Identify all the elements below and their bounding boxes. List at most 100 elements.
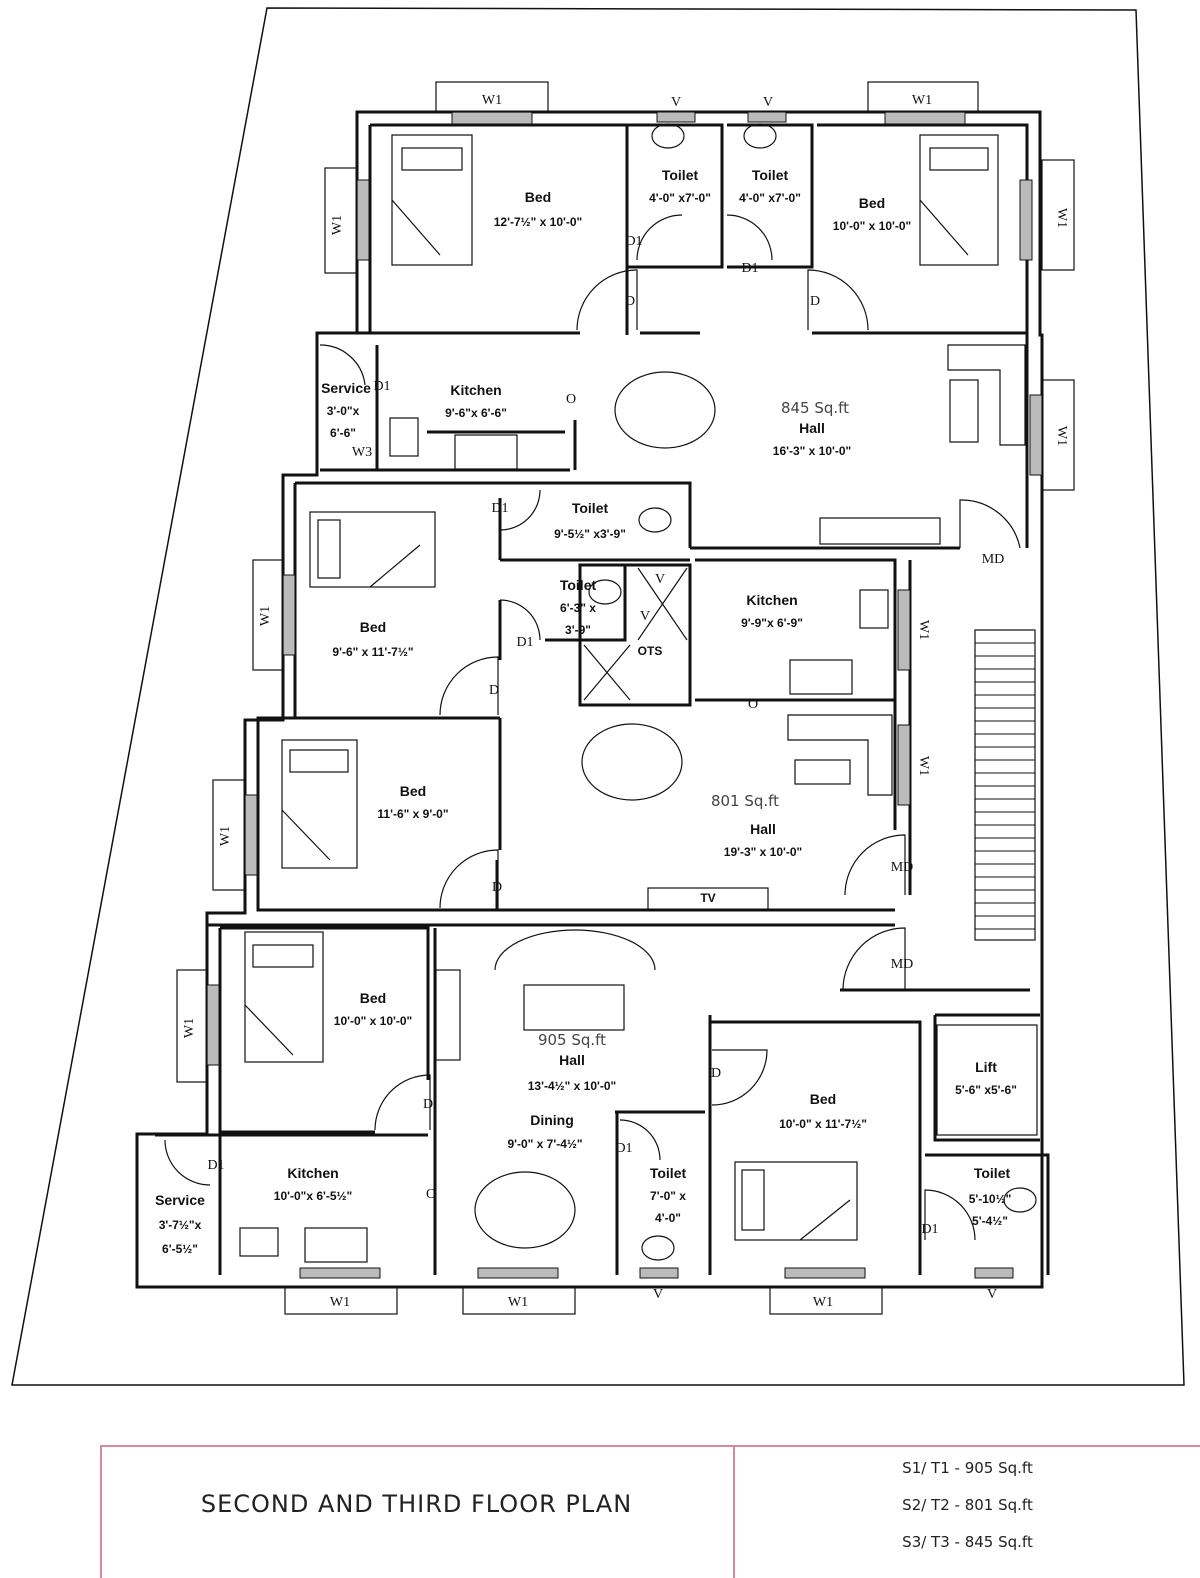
tag-w1: W1 [1054, 426, 1069, 446]
room-label: Bed [360, 990, 386, 1006]
tag-d1: D1 [615, 1141, 632, 1156]
room-size: 6'-3" x [560, 601, 596, 615]
room-label: Bed [859, 195, 885, 211]
tag-w1: W1 [813, 1295, 833, 1310]
room-label: Kitchen [287, 1165, 338, 1181]
room-size: 6'-5½" [162, 1242, 198, 1256]
tag-d1: D1 [741, 261, 758, 276]
tag-d1: D1 [921, 1222, 938, 1237]
room-size: 7'-0" x [650, 1189, 686, 1203]
room-size: 9'-5½" x3'-9" [554, 527, 626, 541]
unit3-walls [317, 123, 1029, 548]
tag-w1: W1 [482, 93, 502, 108]
tag-w1: W1 [912, 93, 932, 108]
room-size: 12'-7½" x 10'-0" [494, 215, 582, 229]
tag-d: D [711, 1066, 721, 1081]
tag-d: D [492, 880, 502, 895]
windows [176, 81, 1075, 1315]
tag-o: O [426, 1187, 436, 1202]
tag-w1: W1 [916, 756, 931, 776]
outer-wall [135, 110, 1044, 1289]
title-block-divider [733, 1445, 735, 1578]
room-size: 11'-6" x 9'-0" [377, 807, 448, 821]
opening-tags: W1 W1 W1 W1 W1 W1 W1 W1 W1 W1 W1 W1 W1 W… [182, 93, 1069, 1310]
stove-icon [304, 434, 853, 1263]
room-label: Kitchen [746, 592, 797, 608]
tag-d: D [489, 683, 499, 698]
tag-w1: W1 [1054, 208, 1069, 228]
room-size: 6'-6" [330, 426, 356, 440]
tag-d1: D1 [625, 234, 642, 249]
unit-area: 801 Sq.ft [711, 792, 779, 810]
room-label: Lift [975, 1059, 997, 1075]
room-size: 9'-6" x 11'-7½" [332, 645, 413, 659]
tag-w1: W1 [258, 606, 273, 626]
room-size: 4'-0" [655, 1211, 681, 1225]
room-size: 5'-10½" [969, 1192, 1012, 1206]
tag-w1: W1 [916, 620, 931, 640]
unit-area: 845 Sq.ft [781, 399, 849, 417]
room-label: Bed [810, 1091, 836, 1107]
room-size: 5'-6" x5'-6" [955, 1083, 1017, 1097]
tag-md: MD [982, 552, 1005, 567]
tag-md: MD [891, 957, 914, 972]
site-boundary [11, 7, 1185, 1386]
tag-o: O [748, 697, 758, 712]
room-size: 5'-4½" [972, 1214, 1008, 1228]
sofa-icon [494, 344, 1026, 1031]
tag-v: V [987, 1287, 997, 1302]
room-label: Bed [400, 783, 426, 799]
room-label: Toilet [662, 167, 699, 183]
tag-d1: D1 [516, 635, 533, 650]
unit1-walls [155, 923, 1050, 1275]
tag-w1: W1 [508, 1295, 528, 1310]
room-size: 10'-0" x 10'-0" [833, 219, 911, 233]
legend-item: S1/ T1 - 905 Sq.ft [902, 1459, 1033, 1477]
tag-d1: D1 [491, 501, 508, 516]
tag-v: V [655, 572, 665, 587]
legend-item: S3/ T3 - 845 Sq.ft [902, 1533, 1033, 1551]
room-size: 3'-9" [565, 623, 591, 637]
tag-o: O [566, 392, 576, 407]
tag-w1: W1 [218, 826, 233, 846]
unit2-walls [256, 481, 960, 912]
room-label: Dining [530, 1112, 574, 1128]
dining-table-icon [474, 371, 716, 1249]
doors [164, 214, 1021, 1241]
room-label: Toilet [752, 167, 789, 183]
room-label: Kitchen [450, 382, 501, 398]
tv-label: TV [700, 891, 715, 905]
room-label: Hall [559, 1052, 585, 1068]
tag-w1: W1 [330, 1295, 350, 1310]
area-legend: S1/ T1 - 905 Sq.ft S2/ T2 - 801 Sq.ft S3… [735, 1456, 1200, 1567]
room-label: Toilet [650, 1165, 687, 1181]
room-label: Hall [799, 420, 825, 436]
room-size: 3'-7½"x [159, 1218, 202, 1232]
room-size: 10'-0" x 10'-0" [334, 1014, 412, 1028]
room-size: 19'-3" x 10'-0" [724, 845, 802, 859]
tag-d: D [810, 294, 820, 309]
room-size: 3'-0"x [327, 404, 360, 418]
tag-w1: W1 [182, 1018, 197, 1038]
legend-item: S2/ T2 - 801 Sq.ft [902, 1496, 1033, 1514]
room-size: 9'-0" x 7'-4½" [507, 1137, 582, 1151]
wc-icon [588, 123, 1037, 1261]
room-size: 13'-4½" x 10'-0" [528, 1079, 616, 1093]
title-block [100, 1445, 1200, 1578]
tag-d1: D1 [373, 379, 390, 394]
tag-v: V [653, 1287, 663, 1302]
unit-area: 905 Sq.ft [538, 1031, 606, 1049]
room-size: 10'-0" x 11'-7½" [779, 1117, 867, 1131]
bed-icon [244, 134, 999, 1241]
lift-shaft [936, 1024, 1038, 1136]
tag-v: V [640, 609, 650, 624]
floor-plan: Bed 12'-7½" x 10'-0" Toilet 4'-0" x7'-0"… [11, 7, 1185, 1386]
room-size: 9'-6"x 6'-6" [445, 406, 507, 420]
room-label: Service [321, 380, 371, 396]
tag-md: MD [891, 860, 914, 875]
room-size: 4'-0" x7'-0" [649, 191, 711, 205]
room-size: 10'-0"x 6'-5½" [274, 1189, 352, 1203]
ots-label: OTS [638, 644, 663, 658]
room-label: Bed [525, 189, 551, 205]
staircase [974, 629, 1036, 941]
